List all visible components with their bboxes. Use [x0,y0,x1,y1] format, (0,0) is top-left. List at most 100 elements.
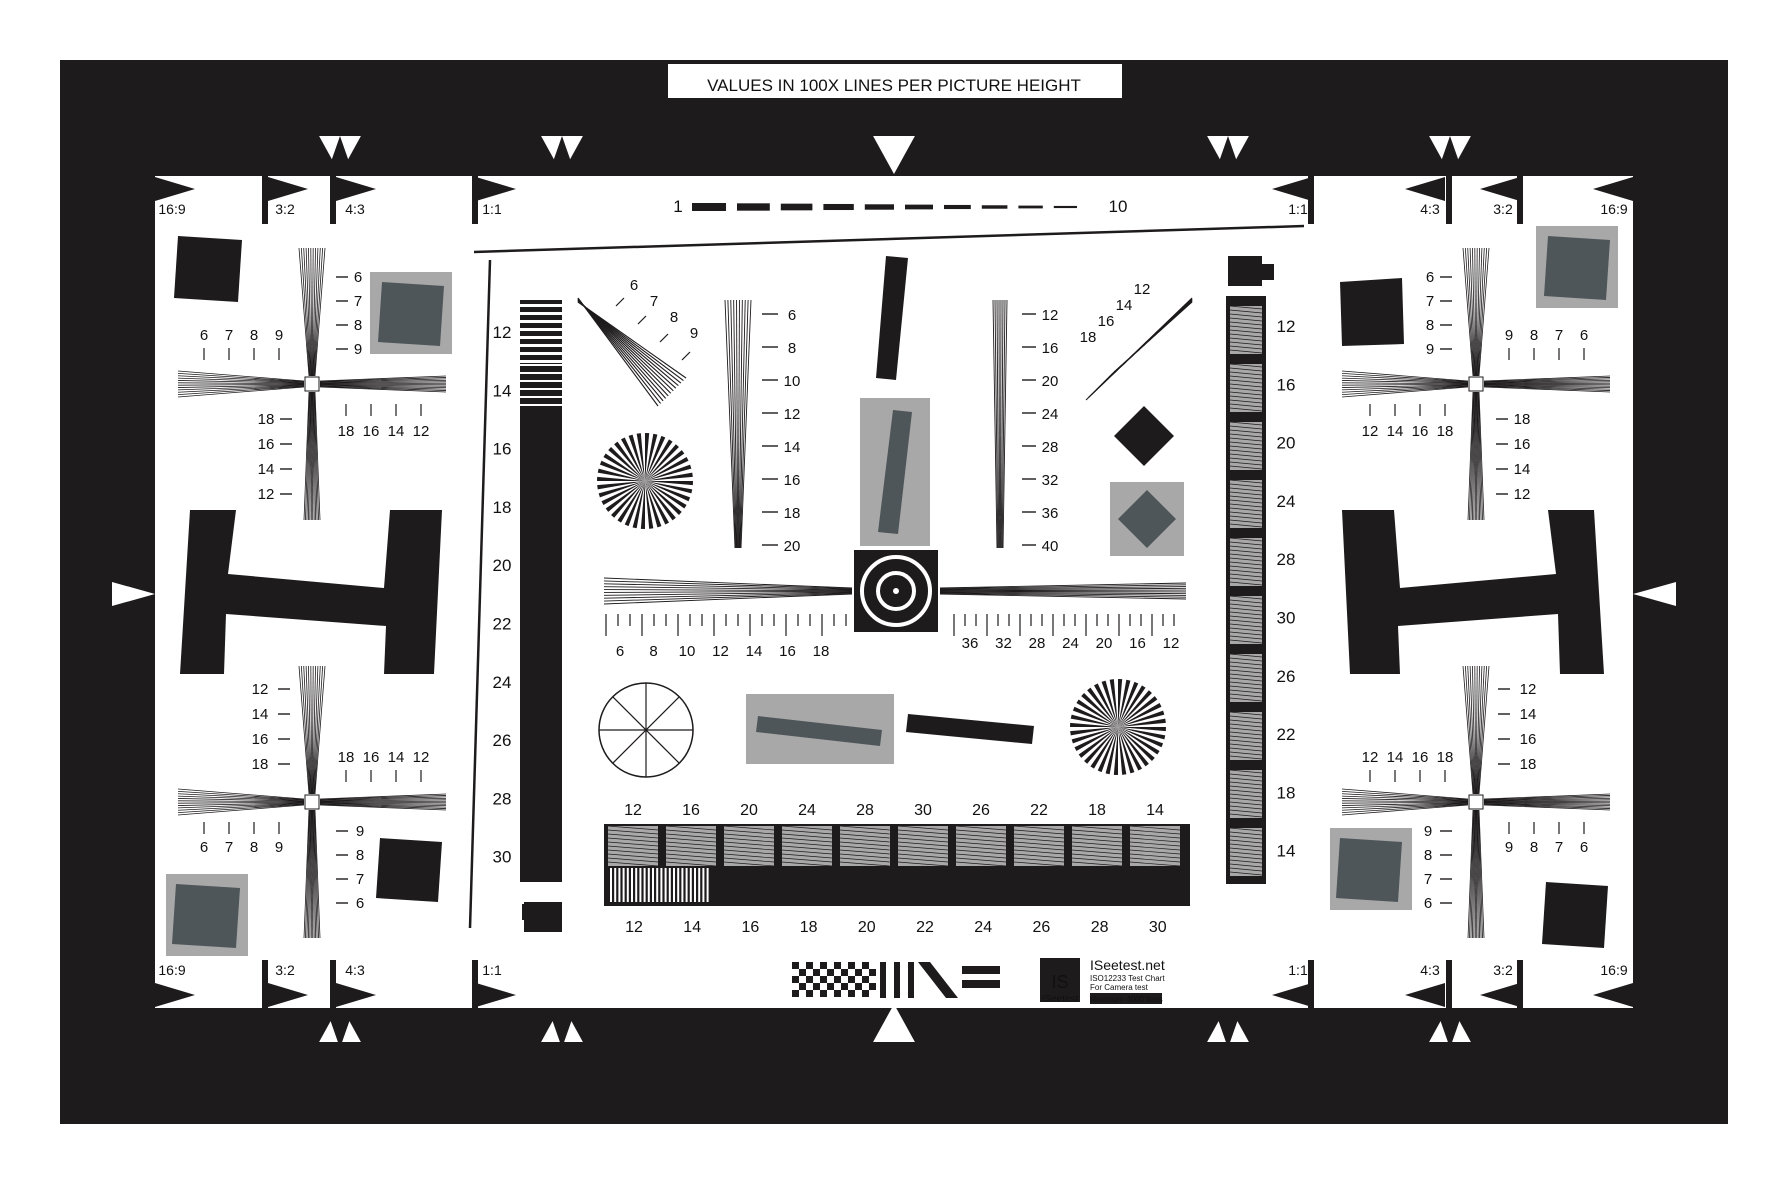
siemens-star-bottom [1074,727,1118,751]
checker-square [792,976,799,983]
cross-ul-h [319,377,447,382]
right-bar-hatch [1229,421,1263,426]
cross-ll-h [177,802,305,806]
cross-ul-h [177,384,305,388]
left-bar [520,300,562,882]
patch-hatch [839,825,891,831]
cross-lr-h [1483,804,1611,811]
edge-marker-top [1405,177,1445,201]
top-slant-rule [473,224,1305,254]
edge-tick-top [472,176,478,224]
patch-top-label: 14 [1146,802,1164,819]
cross-ur-h [1483,378,1611,383]
cross-ll-v [312,809,317,939]
right-bar-hatch [1229,371,1263,376]
right-bar-hatch [1229,727,1263,732]
cross-ul-v [309,391,312,521]
big-h-left [180,510,442,674]
cross-ul-v [306,391,311,521]
cross-lr-h [1341,793,1469,801]
cross-lr-vcoarse: 18 [1520,756,1537,773]
fan-right-label: 16 [1098,313,1115,330]
patch-hatch [723,845,775,851]
patch-hatch [955,845,1007,851]
right-bar-hatch [1229,611,1263,616]
left-bar-line [520,388,562,390]
cross-ul-fine: 8 [250,327,258,344]
big-h-right [1342,510,1604,674]
patch-hatch [665,861,717,867]
siemens-star-bottom [1118,696,1158,727]
patch [898,826,948,866]
right-bar-hatch [1229,711,1263,716]
siemens-star-bottom [1118,679,1131,727]
siemens-star-top [645,481,693,486]
checker-square [855,983,862,990]
fan-left-tick [659,333,669,343]
right-bar-hatch [1229,867,1263,872]
cross-ll-v [303,809,310,939]
patch-hatch [607,845,659,851]
right-bar-hatch [1229,425,1263,430]
cross-ul-h [319,385,447,390]
logo-line2: For Camera test [1090,983,1149,992]
patch-hatch [607,841,659,847]
right-bar-hatch [1229,685,1263,690]
cross-lr-hub [1468,794,1484,810]
right-bar-hatch [1229,549,1263,554]
patch-top-label: 24 [798,802,816,819]
cross-ll-h [319,799,447,802]
cross-ll-v [312,665,319,795]
siemens-star-bottom [1087,687,1118,727]
scale-dash [905,204,933,210]
cross-ll-h [177,804,305,814]
slant-bar-bottom [756,716,882,746]
right-bar-hatch [1229,785,1263,790]
patch-bottom-line [643,868,646,902]
left-bar-line [520,328,562,331]
cross-ur-coarse: 16 [1412,423,1429,440]
h-wedge-right-label: 12 [1163,635,1180,652]
cross-ul-vcoarse: 14 [258,461,275,478]
edge-tick-bottom [472,960,478,1008]
cross-ll-h [177,802,305,809]
cross-lr-fine: 8 [1530,839,1538,856]
siemens-star-top [645,435,666,481]
cross-ll-vlabel: 6 [356,895,364,912]
cross-ur-fine: 9 [1505,327,1513,344]
patch-bottom-line [660,868,663,902]
wedge-top-right [1001,299,1006,549]
right-bar-hatch [1229,631,1263,636]
cross-lr-h [1341,798,1469,802]
cross-lr-coarse: 12 [1362,749,1379,766]
right-bar-label: 12 [1277,317,1296,336]
right-bar-hatch [1229,789,1263,794]
right-bar-hatch [1229,317,1263,322]
cross-ul-v [300,247,310,377]
siemens-star-top [645,481,682,515]
right-bar-hatch [1229,479,1263,484]
h-wedge-left-label: 6 [616,643,624,660]
patch-hatch [723,837,775,843]
left-bar-foot-nub [522,904,542,920]
cross-lr-vlabel: 9 [1424,823,1432,840]
cross-ur-vcoarse: 18 [1514,411,1531,428]
patch-bottom-label: 26 [1033,919,1051,936]
h-wedge-right-label: 24 [1062,635,1079,652]
edge-marker-bottom [1593,983,1633,1007]
cross-ul-h [177,383,305,386]
black-square-ll [376,838,442,902]
right-bar-hatch [1229,491,1263,496]
right-bar-hatch [1229,379,1263,384]
cross-ll-h [319,802,447,805]
cross-ur-fine: 8 [1530,327,1538,344]
right-bar-hatch [1229,627,1263,632]
right-bar-hatch [1229,449,1263,454]
patch-hatch [781,829,833,835]
label-169-tr: 16:9 [1600,201,1627,217]
cross-ll-vcoarse: 12 [252,681,269,698]
right-bar-hatch [1229,313,1263,318]
siemens-star-top [640,481,645,529]
label-43-br: 4:3 [1420,962,1440,978]
cross-lr-h [1483,802,1611,807]
